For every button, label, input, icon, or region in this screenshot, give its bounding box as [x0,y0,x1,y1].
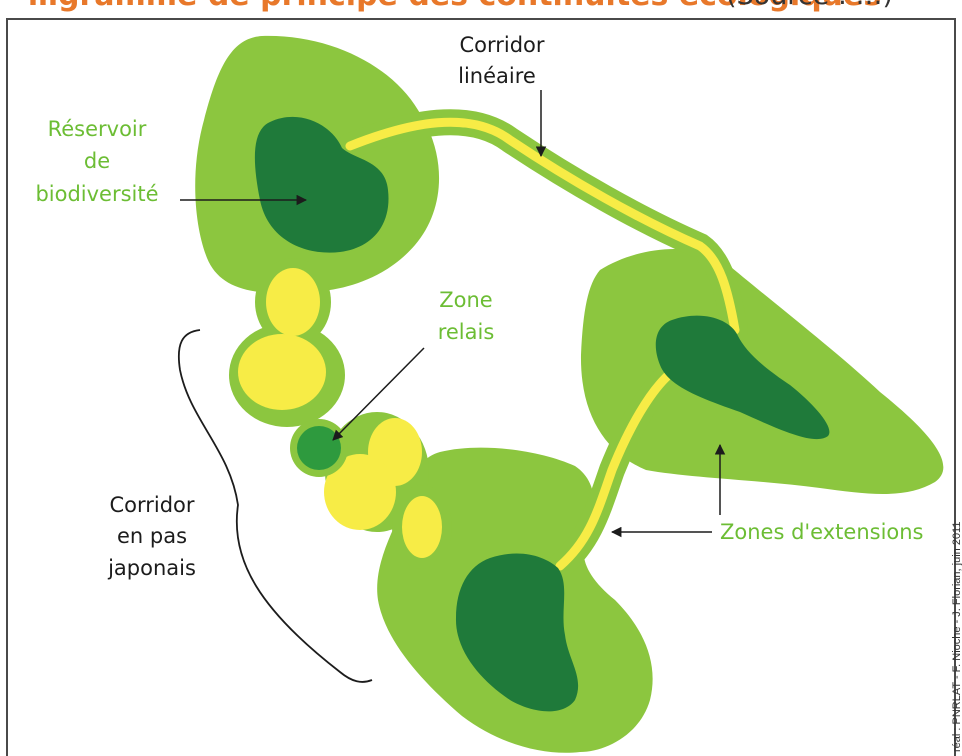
label-reservoir: Réservoir de biodiversité [35,117,158,206]
label-pas-japonais-line-3: japonais [107,556,196,580]
label-zone-relais-line-1: Zone [439,288,492,312]
label-corridor-pas-japonais: Corridor en pas japonais [107,493,196,580]
stepping-stones [229,258,452,569]
label-pas-japonais-line-1: Corridor [109,493,194,517]
label-pas-japonais-line-2: en pas [117,524,187,548]
relay-zone [297,426,341,470]
label-corridor-lineaire-line-1: Corridor [459,33,544,57]
label-corridor-lineaire-line-2: linéaire [458,64,536,88]
stone-yellow-2 [238,334,326,410]
label-zone-relais-line-2: relais [438,320,495,344]
stone-yellow-4 [402,496,442,558]
credit-text: réal : PNRLAT - F. Nioche - J. Florian, … [951,522,962,752]
label-corridor-lineaire: Corridor linéaire [458,33,545,88]
label-reservoir-line-1: Réservoir [48,117,147,141]
label-reservoir-line-3: biodiversité [35,182,158,206]
stone-yellow-1 [266,268,320,336]
label-zones-extensions: Zones d'extensions [720,520,924,544]
label-zone-relais: Zone relais [438,288,495,344]
label-reservoir-line-2: de [84,149,110,173]
